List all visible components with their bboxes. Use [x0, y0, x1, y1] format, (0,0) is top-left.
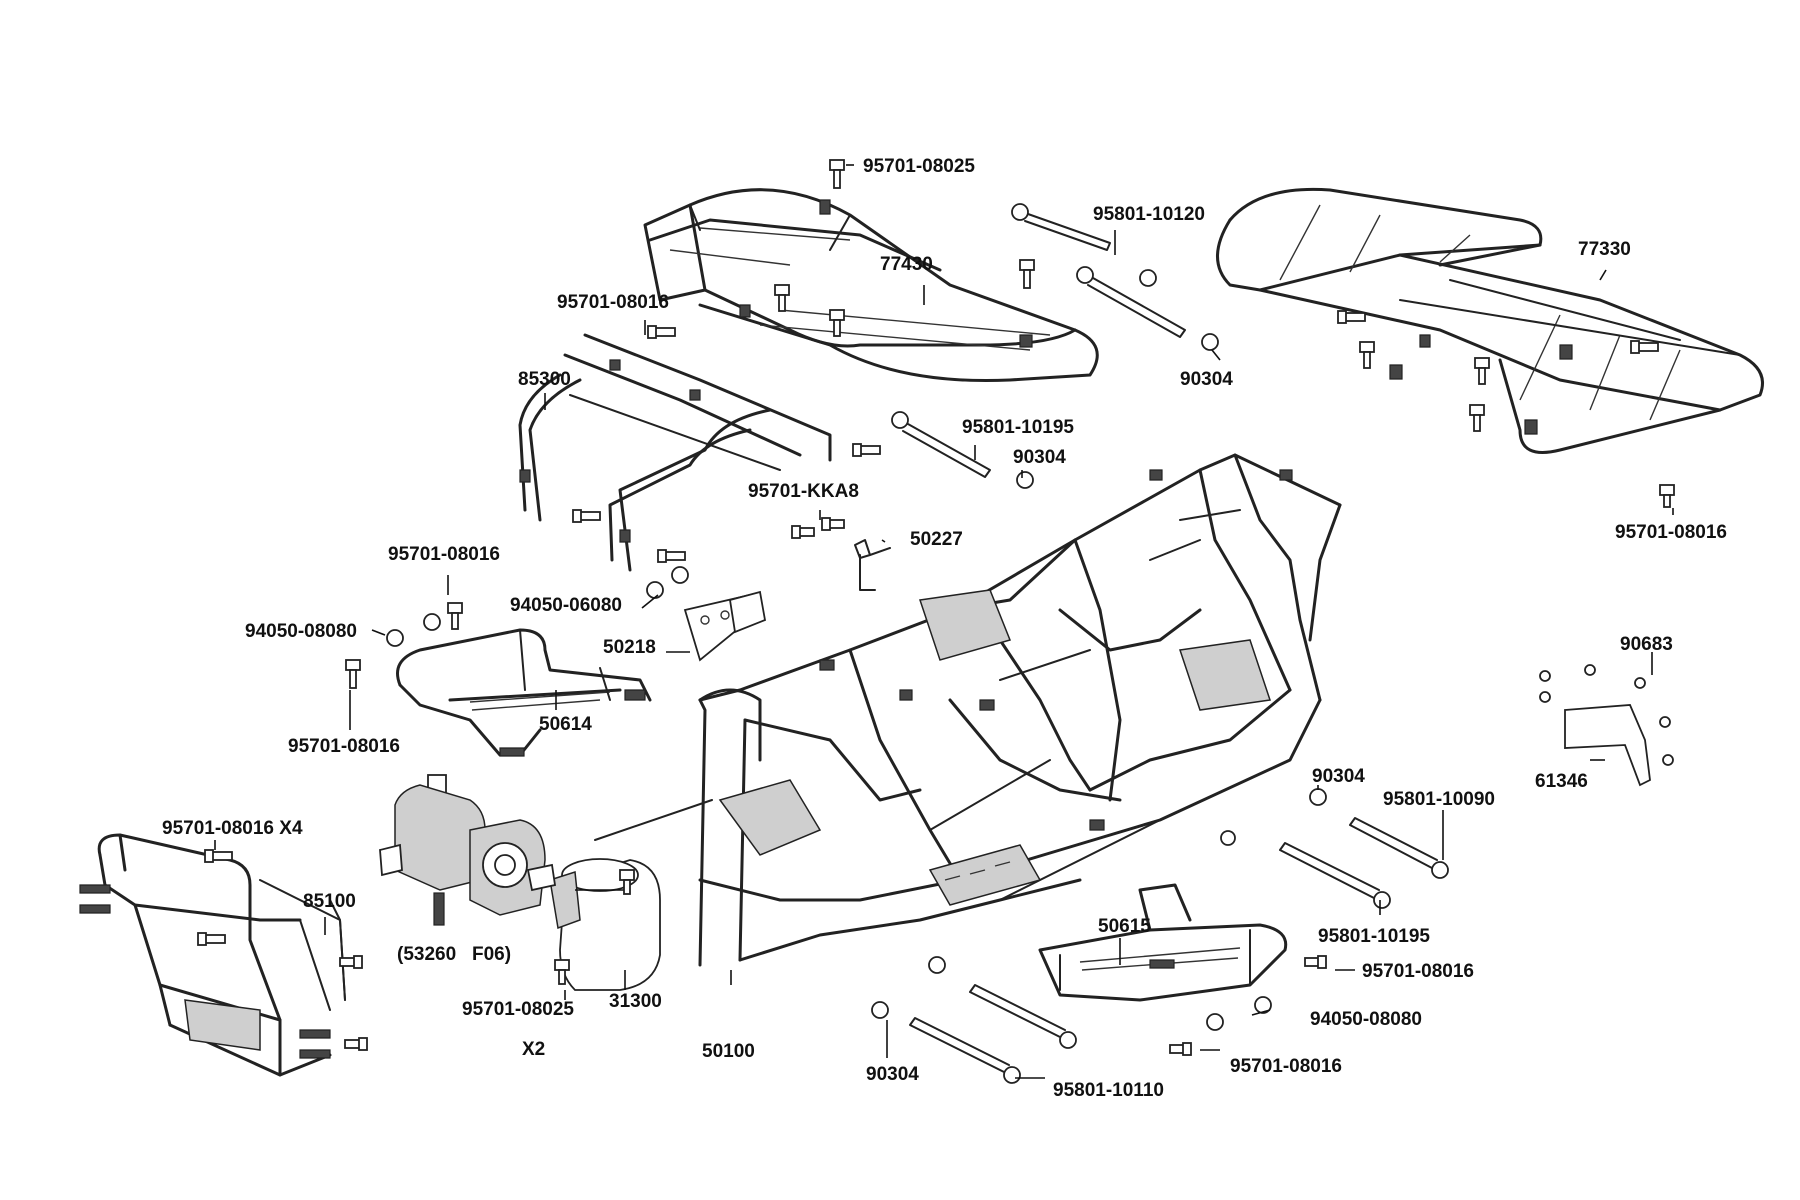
part-label-31300: 31300	[609, 991, 662, 1012]
nut-icon	[928, 956, 946, 974]
long-bolt-icon	[909, 1017, 1021, 1084]
part-label-95801-10195-a: 95801-10195	[962, 417, 1074, 438]
bolt-icon	[619, 869, 635, 895]
screw-icon	[1539, 664, 1674, 766]
nut-icon	[1254, 996, 1272, 1014]
bolt-icon	[1337, 310, 1366, 324]
part-label-94050-08080-a: 94050-08080	[245, 621, 357, 642]
bolt-icon	[1469, 404, 1485, 432]
nut-icon	[386, 629, 404, 647]
main-frame-50100	[594, 453, 1342, 985]
bracket-50218	[683, 590, 767, 662]
part-label-50218: 50218	[603, 637, 656, 658]
nut-icon	[1139, 269, 1157, 287]
part-label-90304-d: 90304	[866, 1064, 919, 1085]
part-label-50614: 50614	[539, 714, 592, 735]
nut-icon	[646, 581, 664, 599]
bolt-icon	[829, 309, 845, 337]
part-label-95701-08025-top: 95701-08025	[863, 156, 975, 177]
part-label-94050-06080: 94050-06080	[510, 595, 622, 616]
part-label-95801-10110: 95801-10110	[1053, 1080, 1164, 1101]
bolt-icon	[197, 932, 226, 946]
part-label-95701-08016-right: 95701-08016	[1615, 522, 1727, 543]
part-label-95801-10195-b: 95801-10195	[1318, 926, 1430, 947]
part-label-95701-08016-x4: 95701-08016 X4	[162, 818, 303, 839]
nut-icon	[1206, 1013, 1224, 1031]
bracket-50227	[854, 539, 891, 591]
part-label-95801-10090: 95801-10090	[1383, 789, 1495, 810]
bolt-icon	[774, 284, 790, 312]
bolt-icon	[829, 159, 845, 189]
bolt-icon	[821, 517, 845, 531]
bolt-icon	[339, 955, 363, 969]
bolt-icon	[1359, 341, 1375, 369]
bolt-icon	[1304, 955, 1327, 969]
part-label-90683: 90683	[1620, 634, 1673, 655]
part-label-95701-kka8: 95701-KKA8	[748, 481, 859, 502]
nut-icon	[1309, 788, 1327, 806]
bolt-icon	[1659, 484, 1675, 508]
long-bolt-icon	[1349, 817, 1449, 879]
part-label-95701-08016-e: 95701-08016	[1230, 1056, 1342, 1077]
bolt-icon	[572, 509, 601, 523]
bolt-icon	[204, 849, 233, 863]
bolt-icon	[852, 443, 881, 457]
nut-icon	[671, 566, 689, 584]
bolt-icon	[344, 1037, 368, 1051]
rear-carrier-77430	[643, 188, 1099, 383]
long-bolt-icon	[1011, 203, 1111, 251]
part-label-77330: 77330	[1578, 239, 1631, 260]
starter-motor-31300	[526, 858, 661, 991]
part-labels: 95701-08025 95801-10120 77430 77330 9570…	[162, 156, 1727, 1101]
front-bumper-85100	[79, 833, 346, 1077]
part-label-85100: 85100	[303, 891, 356, 912]
fasteners	[197, 159, 1675, 1084]
skid-plate-61346	[1564, 704, 1651, 787]
part-label-77430: 77430	[880, 254, 933, 275]
part-label-61346: 61346	[1535, 771, 1588, 792]
part-label-90304-c: 90304	[1312, 766, 1365, 787]
bolt-icon	[791, 525, 815, 539]
part-label-95801-10120: 95801-10120	[1093, 204, 1205, 225]
front-carrier-77330	[1216, 187, 1764, 454]
part-label-95701-08016-d: 95701-08016	[1362, 961, 1474, 982]
part-label-x2: X2	[522, 1039, 545, 1060]
footrest-50615	[1038, 883, 1288, 1002]
long-bolt-icon	[969, 984, 1077, 1049]
part-label-90304-b: 90304	[1013, 447, 1066, 468]
part-label-50227: 50227	[910, 529, 963, 550]
part-label-85300: 85300	[518, 369, 571, 390]
bolt-icon	[647, 325, 676, 339]
part-label-95701-08016-c: 95701-08016	[288, 736, 400, 757]
bolt-icon	[447, 602, 463, 630]
bolt-icon	[554, 959, 570, 985]
part-label-53260-f06: (53260 F06)	[397, 944, 511, 965]
bolt-icon	[345, 659, 361, 689]
long-bolt-icon	[1279, 842, 1391, 909]
part-label-50100: 50100	[702, 1041, 755, 1062]
bolt-icon	[1474, 357, 1490, 385]
part-label-94050-08080-b: 94050-08080	[1310, 1009, 1422, 1030]
leader-lines	[214, 164, 1674, 1079]
nut-icon	[1201, 333, 1219, 351]
part-label-95701-08025-bottom: 95701-08025	[462, 999, 574, 1020]
footrest-50614	[396, 628, 652, 757]
long-bolt-icon	[1076, 266, 1186, 338]
bolt-icon	[1630, 340, 1659, 354]
part-label-95701-08016-a: 95701-08016	[557, 292, 669, 313]
part-label-90304-a: 90304	[1180, 369, 1233, 390]
nut-icon	[1016, 471, 1034, 489]
bolt-icon	[657, 549, 686, 563]
nut-icon	[423, 613, 441, 631]
nut-icon	[1220, 830, 1236, 846]
bolt-icon	[1169, 1042, 1192, 1056]
nut-icon	[871, 1001, 889, 1019]
bolt-icon	[1019, 259, 1035, 289]
long-bolt-icon	[891, 411, 991, 478]
gear-case-53260	[379, 774, 546, 926]
part-label-95701-08016-b: 95701-08016	[388, 544, 500, 565]
part-label-50615: 50615	[1098, 916, 1151, 937]
